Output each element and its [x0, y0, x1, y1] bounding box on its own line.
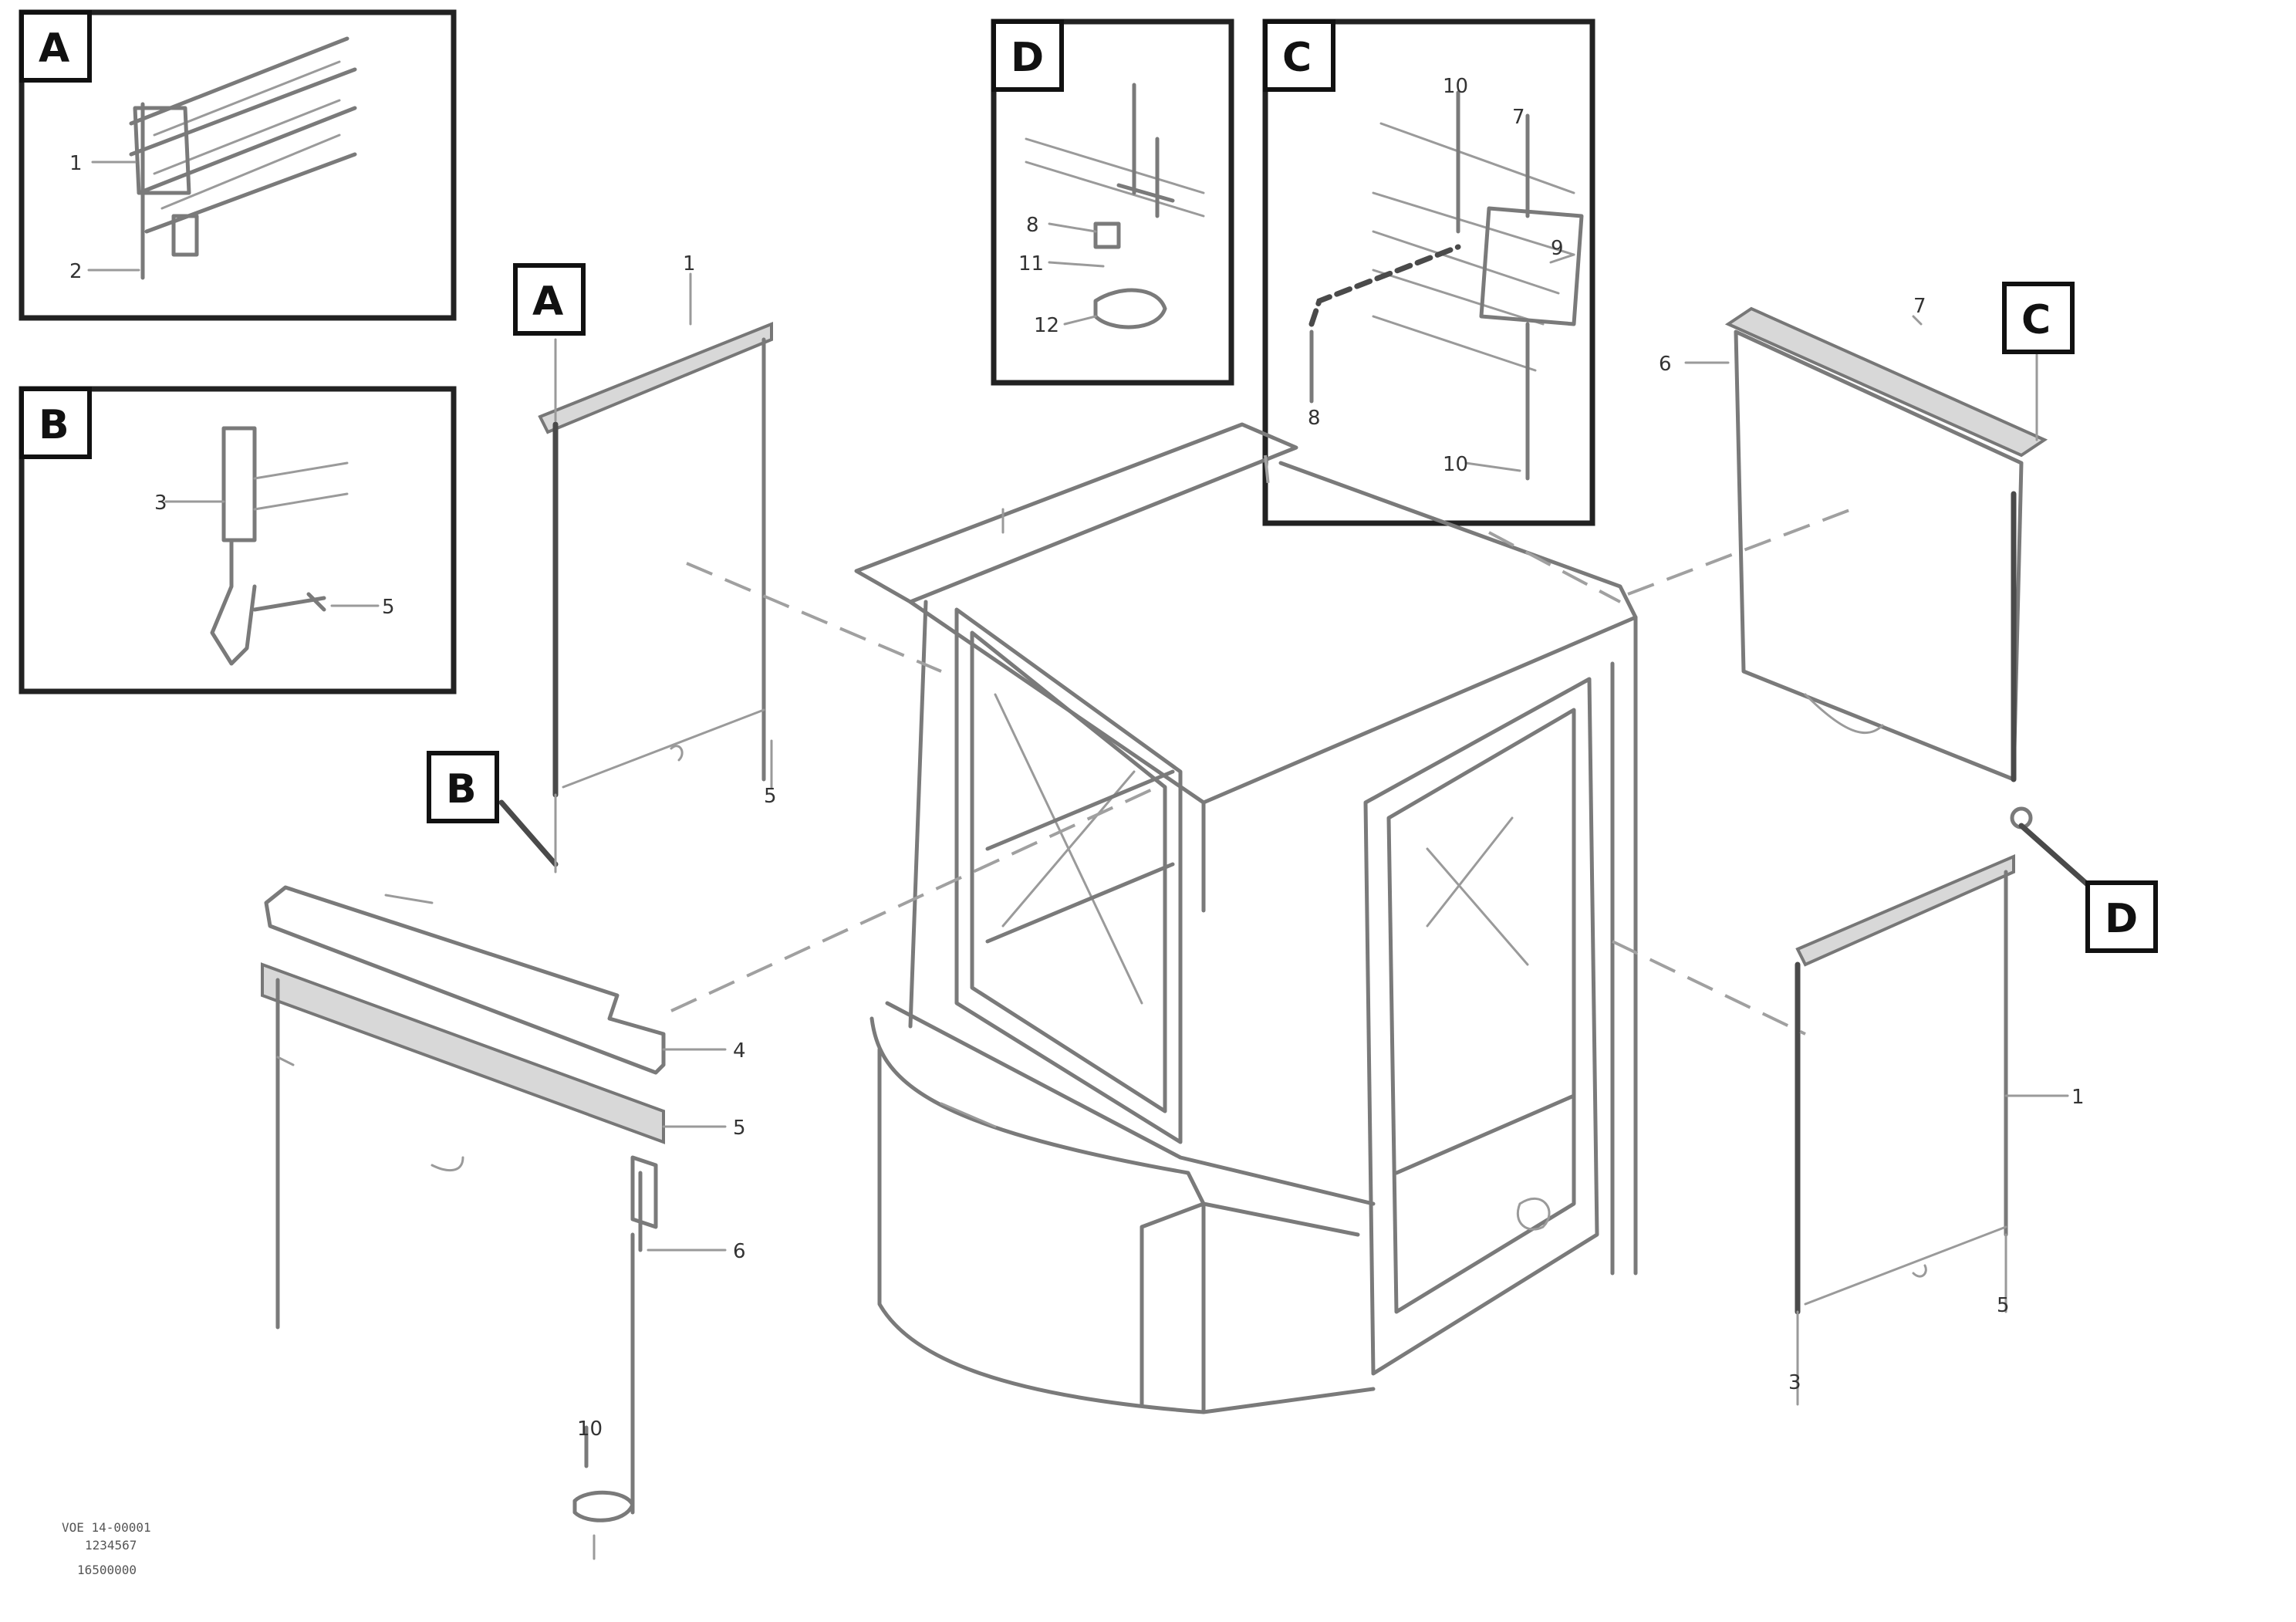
rear-roller-assembly: 4 5 6 10	[261, 885, 746, 1560]
callout-tag-b: B	[427, 751, 499, 823]
lower-right-shade: 1 3 5	[1788, 853, 2085, 1406]
detail-c-part-10a: 10	[1443, 75, 1468, 98]
detail-a-part-1: 1	[69, 152, 83, 175]
detail-c-tag-box	[1263, 19, 1335, 92]
lower-right-part-5: 5	[1997, 1294, 2010, 1317]
callout-b-label: B	[446, 766, 477, 813]
detail-a-tag: A	[39, 25, 69, 72]
detail-b-tag: B	[39, 402, 69, 448]
detail-d-part-12: 12	[1034, 314, 1059, 337]
detail-b-part-5: 5	[382, 596, 395, 619]
rear-part-6: 6	[733, 1240, 746, 1263]
detail-c-tag: C	[1282, 35, 1312, 81]
lower-right-part-1: 1	[2071, 1086, 2085, 1109]
detail-b-part-3: 3	[154, 492, 167, 515]
drawing-code-line-1: VOE 14-00001	[62, 1520, 151, 1535]
detail-c-part-10b: 10	[1443, 453, 1468, 476]
rear-part-4: 4	[733, 1039, 746, 1063]
detail-d-tag-box	[991, 19, 1064, 92]
right-shade-part-6: 6	[1659, 353, 1672, 376]
detail-view-b: B 3 5	[19, 386, 457, 694]
drawing-code-line-2: 1234567	[85, 1538, 137, 1553]
drawing-code: VOE 14-00001 1234567 16500000	[62, 1520, 151, 1577]
detail-a-tag-box	[19, 10, 92, 83]
rear-part-5: 5	[733, 1117, 746, 1140]
detail-d-tag: D	[1011, 35, 1044, 81]
detail-c-part-9: 9	[1551, 237, 1564, 260]
detail-d-part-11: 11	[1018, 252, 1044, 275]
callout-c-label: C	[2021, 297, 2051, 343]
left-shade-part-5: 5	[764, 785, 777, 808]
left-shade-part-1: 1	[683, 252, 696, 275]
left-side-shade: 1 5	[498, 252, 777, 874]
right-side-shade: 7 6	[1659, 295, 2094, 890]
callout-tag-a: A	[513, 263, 586, 336]
detail-b-tag-box	[19, 387, 92, 459]
drawing-code-line-3: 16500000	[77, 1563, 137, 1577]
rear-part-10: 10	[577, 1418, 603, 1441]
detail-c-part-7: 7	[1512, 106, 1525, 129]
callout-tag-d: D	[2085, 880, 2158, 953]
callout-d-label: D	[2105, 896, 2138, 942]
detail-d-part-8: 8	[1026, 214, 1039, 237]
detail-a-part-2: 2	[69, 260, 83, 283]
right-shade-part-7: 7	[1913, 295, 1926, 318]
cab-body	[854, 422, 1638, 1414]
detail-view-c: C 10 7 9 8 10	[1262, 19, 1595, 526]
callout-a-label: A	[532, 279, 563, 325]
callout-tag-c: C	[2002, 282, 2075, 354]
lower-right-part-3: 3	[1788, 1371, 1801, 1394]
detail-view-a: A 1 2	[19, 9, 457, 321]
assembly-guide-lines	[670, 454, 1852, 1036]
detail-view-d: D 8 11 12	[991, 19, 1234, 386]
detail-c-part-8: 8	[1308, 407, 1321, 430]
